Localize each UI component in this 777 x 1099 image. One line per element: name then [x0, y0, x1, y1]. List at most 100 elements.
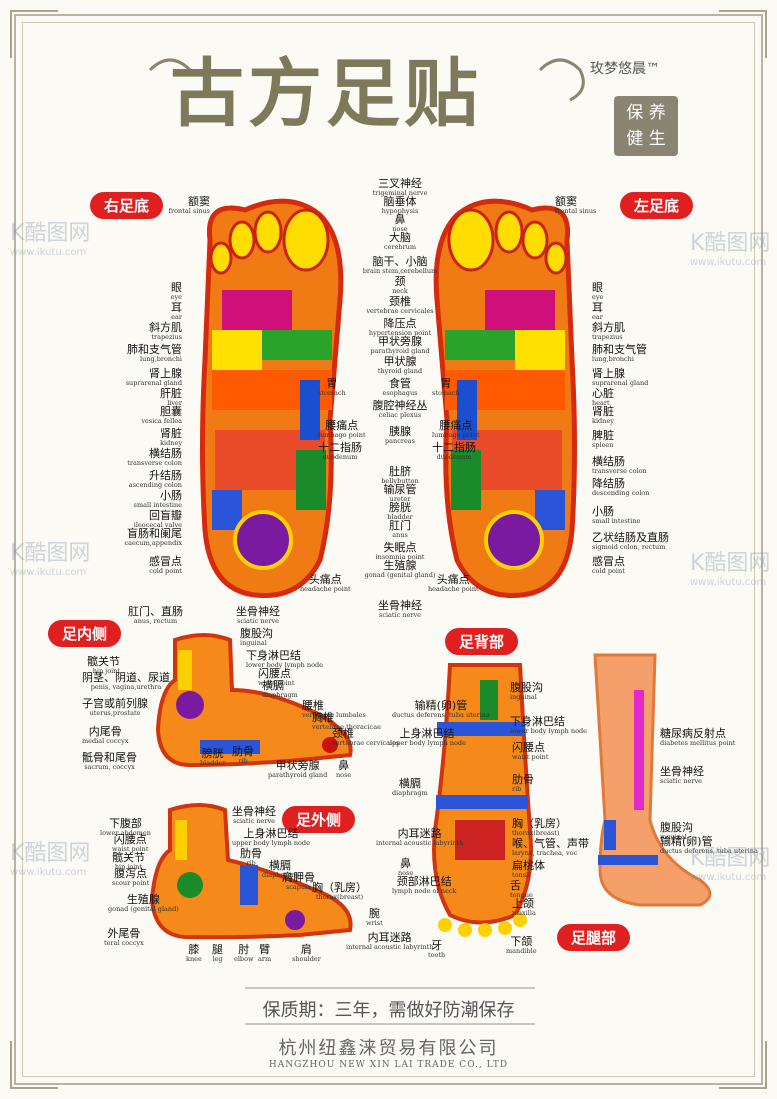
organ-label-zh: 腹股沟 [660, 821, 693, 834]
organ-label-zh: 下颌 [510, 935, 533, 948]
corner-ornament [719, 10, 767, 58]
organ-label-en: hip joint [92, 666, 120, 675]
organ-label-en: parathyroid gland [370, 346, 430, 355]
organ-label-zh: 横膈 [268, 859, 291, 872]
organ-label-zh: 腰椎 [302, 699, 324, 712]
organ-label-en: bladder [200, 758, 226, 767]
organ-label-zh: 胸（乳房） [512, 817, 567, 830]
organ-label-zh: 子宫或前列腺 [82, 697, 148, 710]
organ-label-zh: 胸（乳房） [312, 881, 367, 894]
organ-label-zh: 耳 [171, 301, 182, 314]
organ-label-en: sacrum, coccyx [84, 762, 135, 771]
watermark-text: K酷图网 [690, 231, 771, 256]
organ-label-en: caecum,appendix [124, 538, 182, 547]
organ-label-en: waist point [512, 752, 549, 761]
organ-label-zh: 牙 [431, 939, 443, 952]
organ-label-en: ureter [389, 494, 411, 503]
organ-label-zh: 十二指肠 [318, 441, 362, 454]
organ-label-zh: 横结肠 [149, 447, 182, 460]
organ-label-en: vertebrae thoracicae [312, 722, 381, 731]
shelf-life-note: 保质期：三年，需做好防潮保存 [262, 1000, 515, 1021]
organ-label-en: upper body lymph node [388, 738, 466, 747]
organ-label-zh: 肘 [238, 943, 250, 956]
watermark-text: K酷图网 [690, 846, 771, 871]
organ-label-en: anus, rectum [133, 616, 178, 625]
organ-label-en: spleen [592, 440, 614, 449]
watermark-url: www.ikutu.com [690, 872, 767, 883]
organ-label-zh: 肝脏 [160, 387, 182, 400]
organ-label-zh: 眼 [171, 281, 182, 294]
organ-label-en: vesica fellea [141, 416, 182, 425]
left-sole-badge: 左足底 [620, 192, 694, 219]
organ-label-en: sigmoid colon, rectum [592, 542, 666, 551]
organ-label-en: celiac plexus [378, 410, 422, 419]
organ-label-en: rib [238, 756, 248, 765]
organ-label-zh: 头痛点 [308, 573, 342, 586]
organ-label-zh: 舌 [510, 879, 521, 892]
organ-label-zh: 闪腰点 [258, 667, 291, 680]
organ-label-zh: 坐骨神经 [232, 805, 276, 818]
organ-label-zh: 闪腰点 [512, 741, 545, 754]
organ-label-zh: 腿 [212, 943, 223, 956]
organ-label-zh: 胃 [326, 377, 338, 390]
organ-label-en: vertebrae lumbales [302, 710, 366, 719]
organ-label-en: waist point [112, 844, 149, 853]
organ-label-zh: 膀胱 [389, 501, 411, 514]
organ-label-en: sciatic nerve [379, 610, 421, 619]
organ-label-zh: 头痛点 [436, 573, 470, 586]
organ-label-zh: 横膈 [262, 679, 284, 692]
organ-label-en: liver [167, 398, 182, 407]
organ-label-en: gonad (genital gland) [364, 570, 436, 579]
organ-label-zh: 耳 [592, 301, 603, 314]
organ-label-en: kidney [160, 438, 182, 447]
organ-label-en: elbow [234, 954, 254, 963]
organ-label-zh: 失眠点 [383, 541, 417, 554]
organ-label-zh: 横膈 [398, 777, 421, 790]
organ-label-en: eye [170, 292, 182, 301]
organ-label-zh: 上身淋巴结 [399, 727, 455, 740]
organ-label-zh: 脾脏 [592, 429, 614, 442]
leg-badge: 足腿部 [557, 924, 631, 951]
organ-label-zh: 扁桃体 [512, 859, 545, 872]
organ-label-en: trigeminal nerve [372, 188, 428, 197]
organ-label-en: anus [392, 530, 408, 539]
organ-label-zh: 闪腰点 [113, 833, 147, 846]
organ-label-zh: 鼻 [394, 213, 406, 226]
organ-label-zh: 生殖腺 [383, 559, 417, 572]
organ-label-en: rib [246, 858, 256, 867]
